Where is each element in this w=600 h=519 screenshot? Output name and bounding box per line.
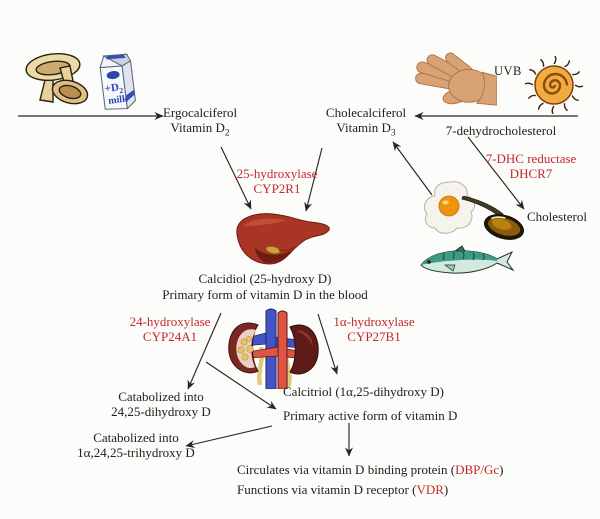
fish-icon bbox=[415, 243, 517, 286]
enzyme-cyp2r1: 25-hydroxylase CYP2R1 bbox=[237, 166, 318, 196]
ergocalciferol-line2: Vitamin D2 bbox=[163, 120, 237, 142]
enzyme-dhcr7: 7-DHC reductase DHCR7 bbox=[486, 151, 577, 181]
catabolized-dihydroxy-line2: 24,25-dihydroxy D bbox=[111, 404, 211, 419]
node-calcidiol: Calcidiol (25-hydroxy D) Primary form of… bbox=[162, 271, 367, 303]
enzyme-cyp24a1: 24-hydroxylase CYP24A1 bbox=[130, 314, 211, 344]
cyp2r1-line2: CYP2R1 bbox=[253, 181, 301, 196]
note-circulates: Circulates via vitamin D binding protein… bbox=[237, 462, 503, 477]
cyp24a1-line2: CYP24A1 bbox=[142, 329, 198, 344]
milk-carton-label-milk: milk bbox=[108, 93, 129, 106]
functions-highlight: VDR bbox=[416, 482, 444, 497]
node-cholesterol: Cholesterol bbox=[527, 209, 587, 224]
cyp24a1-line1: 24-hydroxylase bbox=[129, 314, 211, 329]
milk-label-base: +D bbox=[104, 81, 120, 95]
fried-egg-icon bbox=[423, 180, 477, 241]
node-catabolized-dihydroxy: Catabolized into 24,25-dihydroxy D bbox=[111, 389, 211, 419]
kidneys-icon bbox=[224, 305, 322, 394]
milk-label-sub: 2 bbox=[119, 86, 124, 95]
circulates-highlight: DBP/Gc bbox=[455, 462, 500, 477]
node-ergocalciferol: Ergocalciferol Vitamin D2 bbox=[163, 105, 237, 142]
functions-suffix: ) bbox=[443, 482, 449, 497]
liver-icon bbox=[233, 210, 333, 275]
circulates-prefix: Circulates via vitamin D binding protein… bbox=[237, 462, 456, 477]
mushrooms-icon bbox=[22, 50, 90, 117]
ergocalciferol-line1: Ergocalciferol bbox=[162, 105, 238, 120]
cyp2r1-line1: 25-hydroxylase bbox=[236, 166, 318, 181]
calcidiol-line1: Calcidiol (25-hydroxy D) bbox=[198, 271, 332, 286]
uvb-label: UVB bbox=[494, 64, 522, 78]
cholecalciferol-line2: Vitamin D3 bbox=[326, 120, 406, 142]
node-calcitriol: Calcitriol (1α,25-dihydroxy D) Primary a… bbox=[283, 384, 457, 423]
circulates-suffix: ) bbox=[499, 462, 504, 477]
node-catabolized-trihydroxy: Catabolized into 1α,24,25-trihydroxy D bbox=[77, 430, 195, 460]
dhcr7-line2: DHCR7 bbox=[509, 166, 553, 181]
arrow-primary-active-to-catabolized-trihydroxy bbox=[185, 425, 273, 448]
oil-spoon-icon bbox=[460, 195, 526, 247]
calcidiol-line2: Primary form of vitamin D in the blood bbox=[162, 287, 368, 302]
note-functions: Functions via vitamin D receptor (VDR) bbox=[237, 482, 448, 497]
cholecalciferol-line1: Cholecalciferol bbox=[325, 105, 407, 120]
cholecalciferol-line2-sub: 3 bbox=[390, 128, 396, 139]
cyp27b1-line2: CYP27B1 bbox=[347, 329, 401, 344]
milk-carton-icon: +D2 milk bbox=[90, 48, 138, 119]
enzyme-cyp27b1: 1α-hydroxylase CYP27B1 bbox=[333, 314, 414, 344]
calcitriol-line1: Calcitriol (1α,25-dihydroxy D) bbox=[283, 384, 444, 399]
sun-icon bbox=[521, 55, 587, 119]
ergocalciferol-line2-base: Vitamin D bbox=[170, 120, 225, 135]
catabolized-trihydroxy-line2: 1α,24,25-trihydroxy D bbox=[77, 445, 195, 460]
functions-prefix: Functions via vitamin D receptor ( bbox=[237, 482, 417, 497]
catabolized-dihydroxy-line1: Catabolized into bbox=[118, 389, 204, 404]
catabolized-trihydroxy-line1: Catabolized into bbox=[93, 430, 179, 445]
cyp27b1-line1: 1α-hydroxylase bbox=[333, 314, 415, 329]
dhcr7-line1: 7-DHC reductase bbox=[485, 151, 577, 166]
hand-icon bbox=[405, 50, 498, 117]
milk-carton-label-d2: +D2 bbox=[104, 81, 124, 97]
node-dehydrocholesterol: 7-dehydrocholesterol bbox=[445, 123, 557, 138]
node-cholecalciferol: Cholecalciferol Vitamin D3 bbox=[326, 105, 406, 142]
calcitriol-line2: Primary active form of vitamin D bbox=[283, 408, 458, 423]
cholecalciferol-line2-base: Vitamin D bbox=[336, 120, 391, 135]
ergocalciferol-line2-sub: 2 bbox=[224, 128, 230, 139]
